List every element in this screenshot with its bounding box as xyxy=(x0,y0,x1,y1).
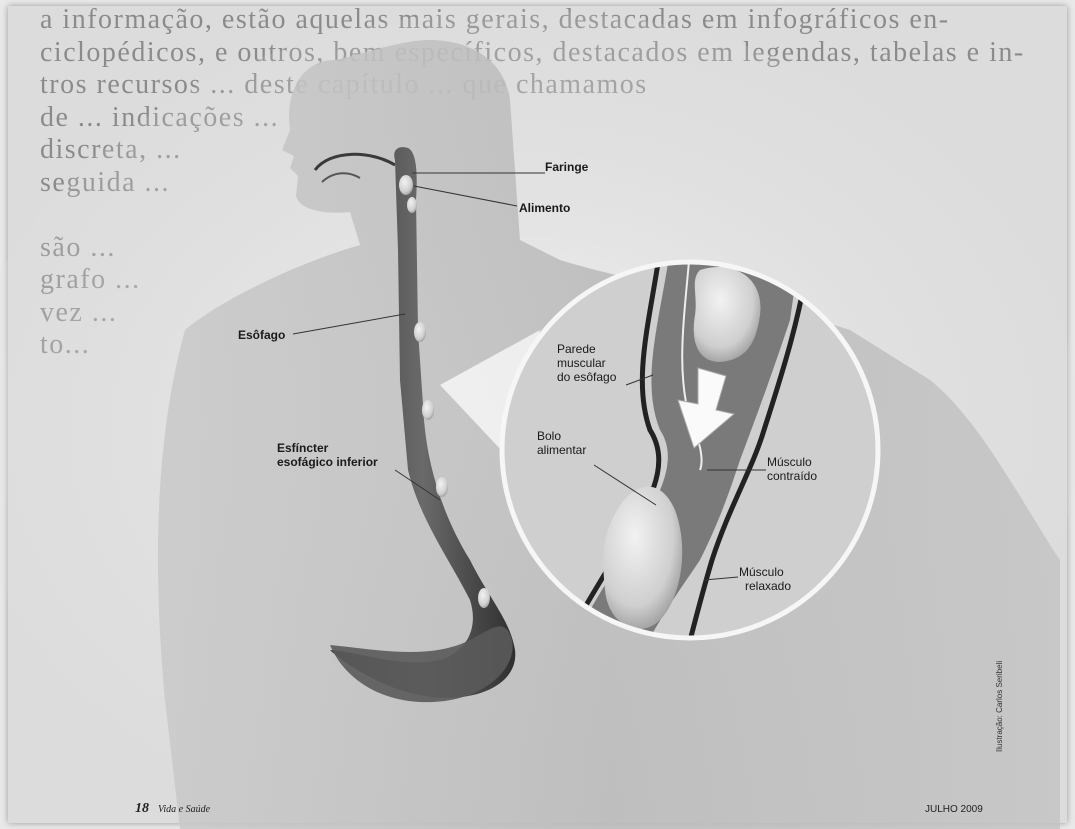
illustration-credit: Ilustração: Carlos Seribeli xyxy=(995,661,1004,752)
label-musculo-relaxado-line1: Músculo xyxy=(739,565,784,579)
label-esfincter-line1: Esfíncter xyxy=(277,441,328,455)
label-alimento: Alimento xyxy=(519,201,570,215)
label-bolo-line2: alimentar xyxy=(537,443,586,457)
label-faringe: Faringe xyxy=(545,160,588,174)
label-musculo-contraido-line2: contraído xyxy=(767,469,817,483)
label-musculo-relaxado-line2: relaxado xyxy=(745,579,791,593)
issue-date: JULHO 2009 xyxy=(925,804,983,815)
page-number: 18 xyxy=(135,801,149,817)
label-esofago: Esôfago xyxy=(238,328,285,342)
label-parede-line3: do esôfago xyxy=(557,370,616,384)
label-parede-line2: muscular xyxy=(557,356,606,370)
magazine-name: Vida e Saúde xyxy=(158,804,210,815)
label-parede-line1: Parede xyxy=(557,342,596,356)
label-bolo-line1: Bolo xyxy=(537,429,561,443)
label-esfincter-line2: esofágico inferior xyxy=(277,455,378,469)
label-musculo-contraido-line1: Músculo xyxy=(767,455,812,469)
